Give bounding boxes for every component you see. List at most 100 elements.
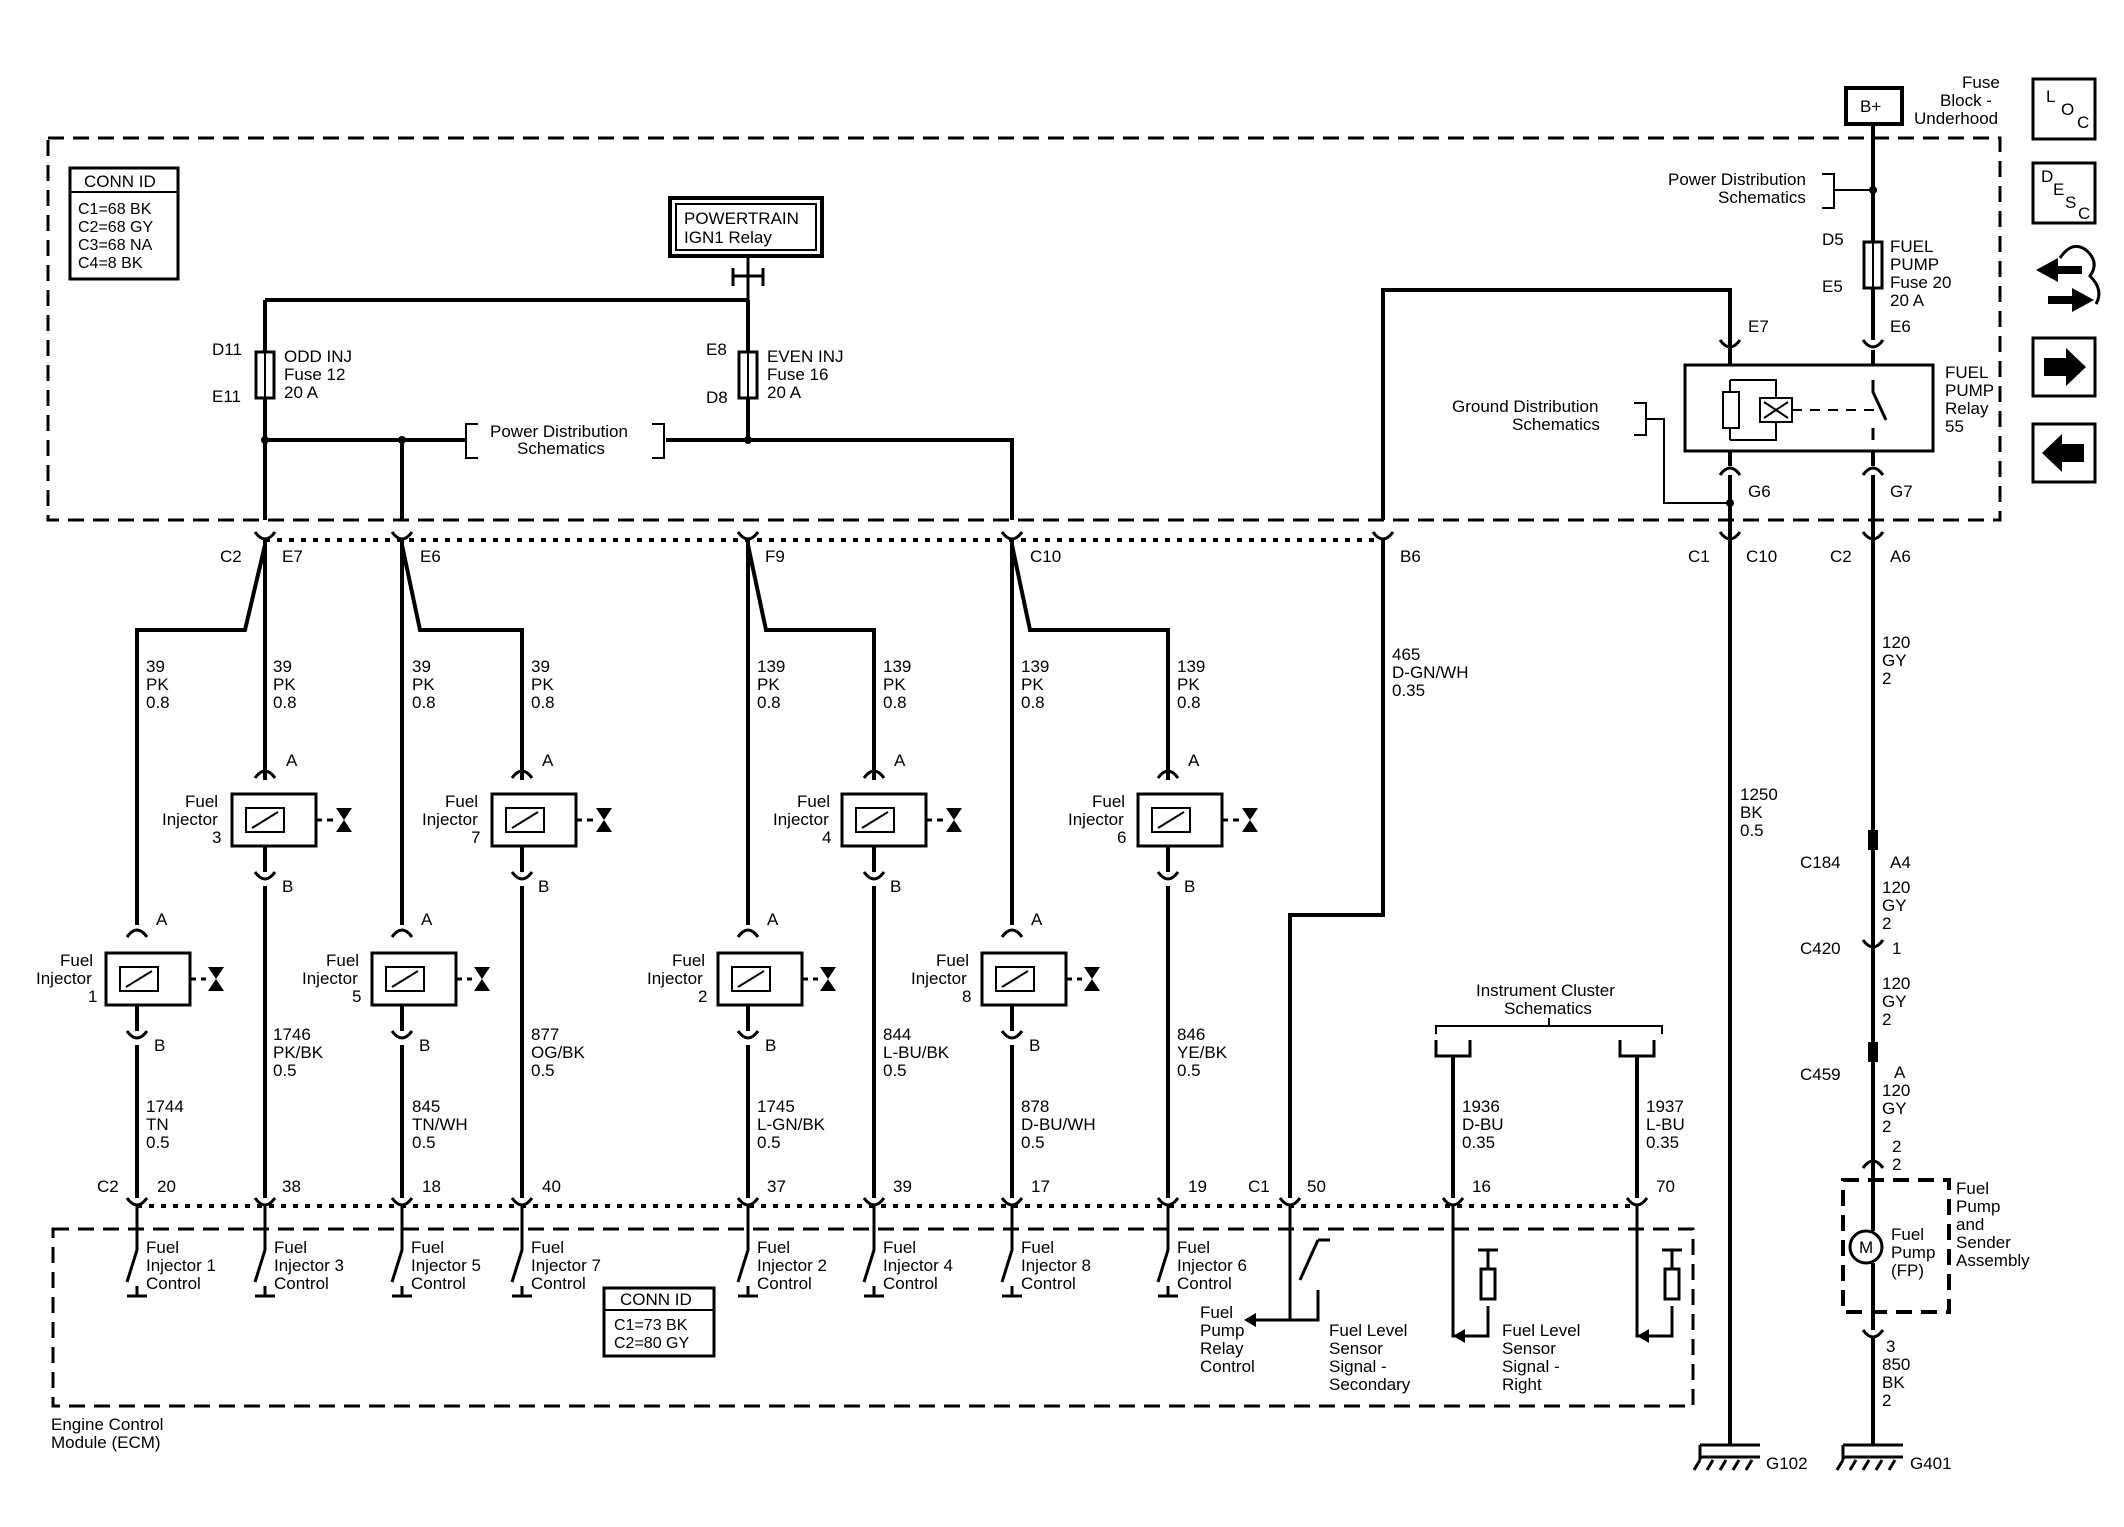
svg-text:Injector: Injector <box>422 810 478 829</box>
svg-text:D11: D11 <box>212 340 242 359</box>
svg-text:Pump: Pump <box>1891 1243 1935 1262</box>
svg-text:L-GN/BK: L-GN/BK <box>757 1115 826 1134</box>
loc-button[interactable]: L O C <box>2031 77 2097 141</box>
svg-text:2: 2 <box>698 987 707 1006</box>
svg-text:17: 17 <box>1031 1177 1050 1196</box>
pump-inline-connectors: C184 A4 C420 1 C459 A 2 2 <box>1800 830 1911 1174</box>
svg-text:CONN ID: CONN ID <box>620 1290 692 1309</box>
svg-text:PUMP: PUMP <box>1945 381 1994 400</box>
arrow-right-icon <box>2044 348 2086 386</box>
svg-text:E7: E7 <box>282 547 303 566</box>
svg-text:Fuel: Fuel <box>936 951 969 970</box>
svg-text:Injector 2: Injector 2 <box>757 1256 827 1275</box>
next-page-button[interactable] <box>2031 336 2097 398</box>
ecm-connector-row: C2 20 38 18 40 37 39 17 19 C1 50 16 70 <box>97 1177 1675 1207</box>
desc-button[interactable]: D E S C <box>2031 161 2097 225</box>
svg-text:GY: GY <box>1882 992 1907 1011</box>
svg-text:Control: Control <box>146 1274 201 1293</box>
svg-text:20 A: 20 A <box>767 383 802 402</box>
svg-text:B: B <box>1029 1036 1040 1055</box>
svg-text:1937: 1937 <box>1646 1097 1684 1116</box>
svg-text:0.8: 0.8 <box>273 693 297 712</box>
svg-text:PK: PK <box>146 675 169 694</box>
svg-text:B: B <box>282 877 293 896</box>
ecm-enclosure <box>51 1227 1695 1408</box>
top-conn-id-box: CONN ID C1=68 BK C2=68 GY C3=68 NA C4=8 … <box>68 166 180 281</box>
injector-1: A B Fuel Injector 1 <box>36 910 224 1055</box>
svg-text:Power Distribution: Power Distribution <box>490 422 628 441</box>
svg-text:Injector: Injector <box>647 969 703 988</box>
svg-text:D: D <box>2041 167 2053 186</box>
svg-text:A: A <box>156 910 168 929</box>
power-distribution-ref-right[interactable]: Power Distribution Schematics <box>1668 170 1873 209</box>
svg-text:Pump: Pump <box>1200 1321 1244 1340</box>
svg-text:Injector 7: Injector 7 <box>531 1256 601 1275</box>
svg-text:B: B <box>890 877 901 896</box>
svg-text:0.8: 0.8 <box>1177 693 1201 712</box>
ecm-label: Engine Control Module (ECM) <box>51 1415 163 1452</box>
svg-text:0.8: 0.8 <box>757 693 781 712</box>
svg-text:Signal -: Signal - <box>1329 1357 1387 1376</box>
svg-text:39: 39 <box>146 657 165 676</box>
svg-text:Fuel: Fuel <box>445 792 478 811</box>
svg-text:E5: E5 <box>1822 277 1843 296</box>
ecm-conn-id-box: CONN ID C1=73 BK C2=80 GY <box>602 1286 716 1358</box>
svg-text:Fuel: Fuel <box>326 951 359 970</box>
injector-8: A B Fuel Injector 8 <box>911 910 1100 1055</box>
svg-text:C: C <box>2077 113 2089 132</box>
svg-text:Control: Control <box>1177 1274 1232 1293</box>
ground-g102: G102 <box>1692 1443 1808 1473</box>
svg-text:PK/BK: PK/BK <box>273 1043 324 1062</box>
connector-swap-icon[interactable] <box>2036 244 2101 312</box>
svg-text:Schematics: Schematics <box>1512 415 1600 434</box>
svg-text:E: E <box>2053 180 2064 199</box>
svg-text:Fuel: Fuel <box>531 1238 564 1257</box>
previous-page-button[interactable] <box>2031 422 2097 484</box>
wire-1250-label: 1250 BK 0.5 <box>1740 785 1778 840</box>
svg-text:16: 16 <box>1472 1177 1491 1196</box>
svg-text:2: 2 <box>1882 1391 1891 1410</box>
svg-text:120: 120 <box>1882 878 1910 897</box>
svg-text:Engine Control: Engine Control <box>51 1415 163 1434</box>
svg-text:C1=68 BK: C1=68 BK <box>78 201 152 218</box>
fuel-pump-fuse: D5 E5 FUEL PUMP Fuse 20 20 A <box>1822 230 1951 310</box>
svg-text:139: 139 <box>883 657 911 676</box>
ecm-injector-drivers <box>125 1206 1178 1298</box>
svg-text:C2=68 GY: C2=68 GY <box>78 219 153 236</box>
svg-text:ODD INJ: ODD INJ <box>284 347 352 366</box>
svg-text:FUEL: FUEL <box>1945 363 1988 382</box>
svg-text:A: A <box>421 910 433 929</box>
svg-text:PK: PK <box>1021 675 1044 694</box>
svg-text:37: 37 <box>767 1177 786 1196</box>
instrument-cluster-ref[interactable]: Instrument Cluster Schematics <box>1434 981 1663 1058</box>
svg-text:0.5: 0.5 <box>1021 1133 1045 1152</box>
svg-text:C1: C1 <box>1688 547 1710 566</box>
svg-text:YE/BK: YE/BK <box>1177 1043 1228 1062</box>
svg-text:Fuse 16: Fuse 16 <box>767 365 828 384</box>
svg-text:PK: PK <box>757 675 780 694</box>
svg-text:844: 844 <box>883 1025 911 1044</box>
conn-id-title: CONN ID <box>84 172 156 191</box>
wire-465-label: 465 D-GN/WH 0.35 <box>1392 645 1468 700</box>
svg-text:(FP): (FP) <box>1891 1261 1924 1280</box>
svg-text:Injector: Injector <box>302 969 358 988</box>
svg-text:2: 2 <box>1892 1155 1901 1174</box>
svg-text:D5: D5 <box>1822 230 1844 249</box>
wire-1937-label: 1937 L-BU 0.35 <box>1646 1097 1685 1152</box>
svg-text:Module (ECM): Module (ECM) <box>51 1433 161 1452</box>
svg-text:Injector: Injector <box>911 969 967 988</box>
svg-text:Fuse: Fuse <box>1962 73 2000 92</box>
injector-3: A B Fuel Injector 3 <box>162 751 352 896</box>
svg-text:Control: Control <box>883 1274 938 1293</box>
svg-text:Fuel: Fuel <box>757 1238 790 1257</box>
svg-text:A: A <box>1188 751 1200 770</box>
svg-text:A: A <box>1894 1063 1906 1082</box>
ground-distribution-ref[interactable]: Ground Distribution Schematics <box>1452 397 1730 504</box>
svg-text:Control: Control <box>757 1274 812 1293</box>
power-distribution-ref-center[interactable]: Power Distribution Schematics <box>465 422 666 459</box>
svg-text:PUMP: PUMP <box>1890 255 1939 274</box>
svg-text:D8: D8 <box>706 388 728 407</box>
svg-text:55: 55 <box>1945 417 1964 436</box>
